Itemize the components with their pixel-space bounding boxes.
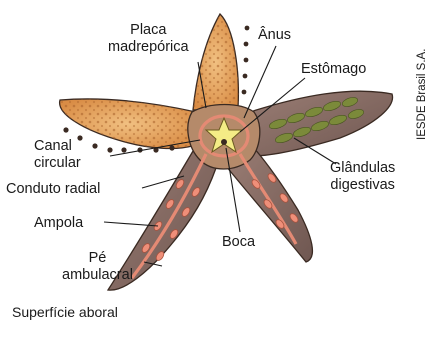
label-canal-circular: Canal circular [34, 138, 81, 172]
label-boca: Boca [222, 234, 255, 251]
mouth [221, 139, 227, 145]
label-anus: Ânus [258, 27, 291, 44]
top-arm-texture [193, 14, 238, 110]
label-pe-ambulacral: Pé ambulacral [62, 250, 133, 284]
image-credit: IESDE Brasil S.A. [416, 49, 428, 140]
label-conduto-radial: Conduto radial [6, 181, 100, 198]
label-glandulas-digestivas: Glândulas digestivas [330, 160, 395, 194]
label-ampola: Ampola [34, 215, 83, 232]
label-placa-madreporica: Placa madrepórica [108, 22, 189, 56]
caption: Superfície aboral [12, 304, 118, 320]
label-estomago: Estômago [301, 61, 366, 78]
